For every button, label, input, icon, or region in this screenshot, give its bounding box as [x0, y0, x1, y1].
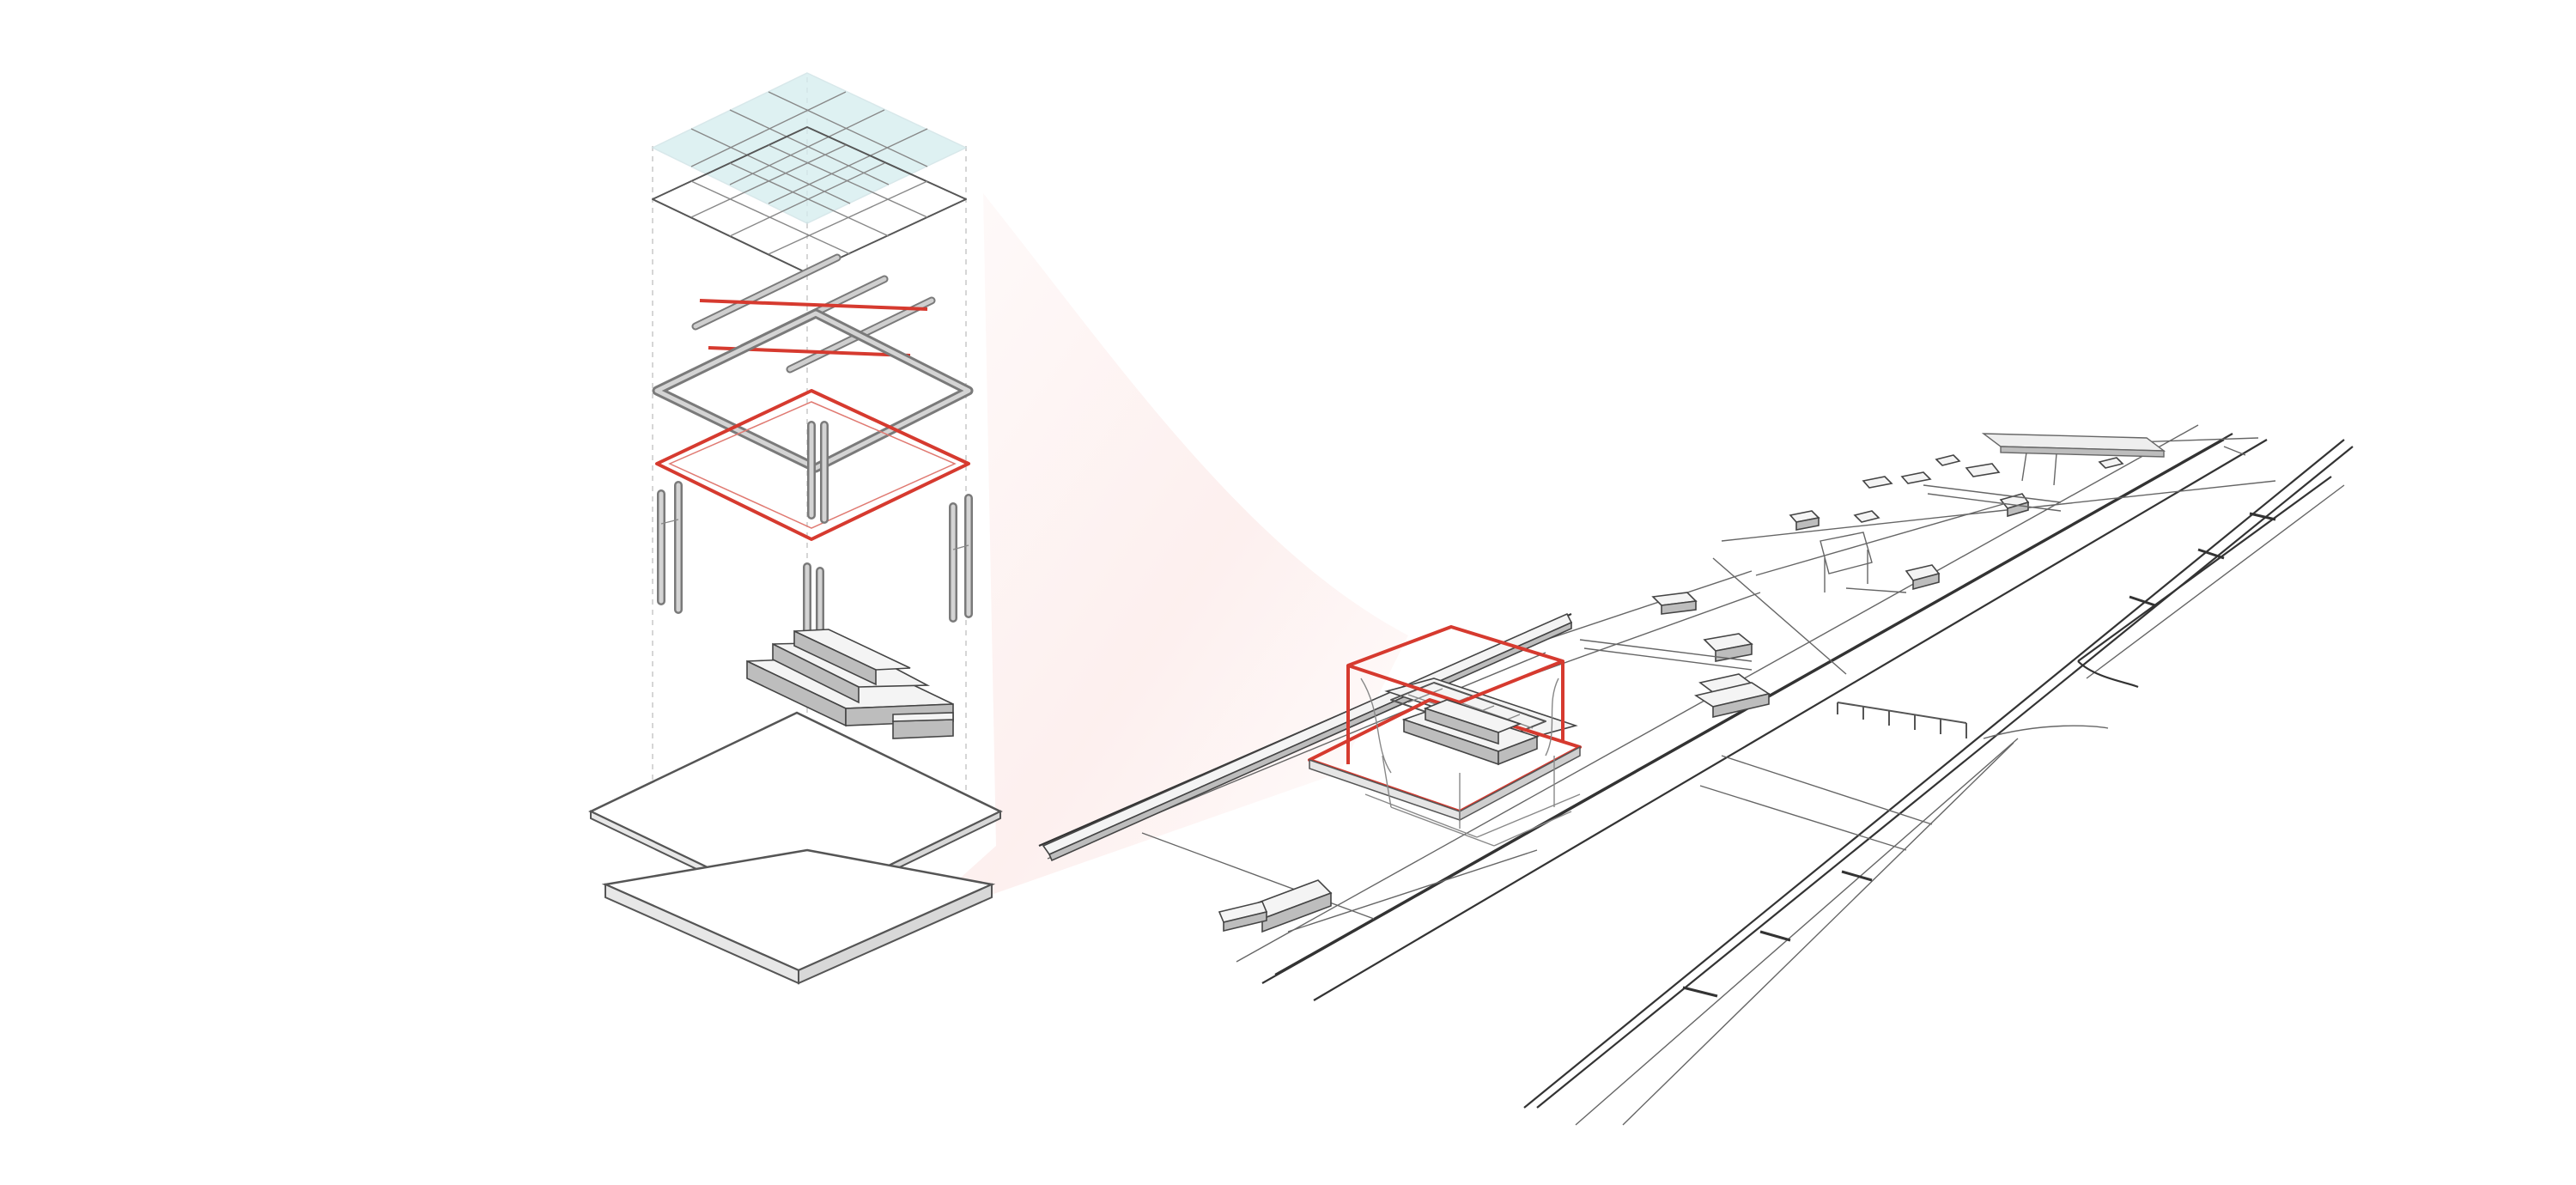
lane-strips [1682, 512, 2276, 998]
stepped-seating [746, 629, 954, 739]
fence-posts [1837, 702, 1967, 738]
edge-beam-highlight [655, 389, 970, 541]
site-structures [1218, 454, 2124, 933]
exploded-view [588, 72, 1003, 985]
side-road [1523, 439, 2354, 1126]
site-pavilion [1308, 625, 1582, 847]
roof-grid [652, 126, 967, 274]
base-platform [601, 848, 996, 985]
site-view [1038, 424, 2354, 1126]
roof-panel [651, 72, 968, 224]
site-frames [1579, 433, 2166, 671]
